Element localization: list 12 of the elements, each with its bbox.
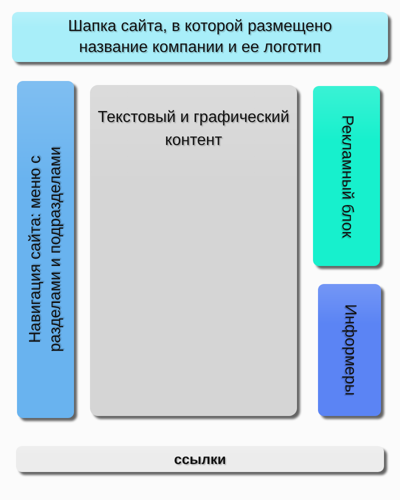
navigation-text: Навигация сайта: меню с разделами и подразделами: [26, 146, 64, 354]
footer-bar: [16, 446, 384, 472]
ad-block: [313, 86, 380, 266]
content-text: Текстовый и графический контент: [96, 108, 290, 151]
header-text: Шапка сайта, в которой размещено название компании и ее логотип: [66, 17, 334, 58]
navigation-panel: [17, 81, 74, 418]
footer-text: ссылки: [174, 450, 226, 469]
header-banner: [12, 12, 388, 62]
content-panel: [90, 85, 297, 416]
ad-text: Рекламный блок: [338, 114, 356, 238]
informer-text: Информеры: [340, 304, 360, 396]
informer-block: [318, 284, 381, 416]
